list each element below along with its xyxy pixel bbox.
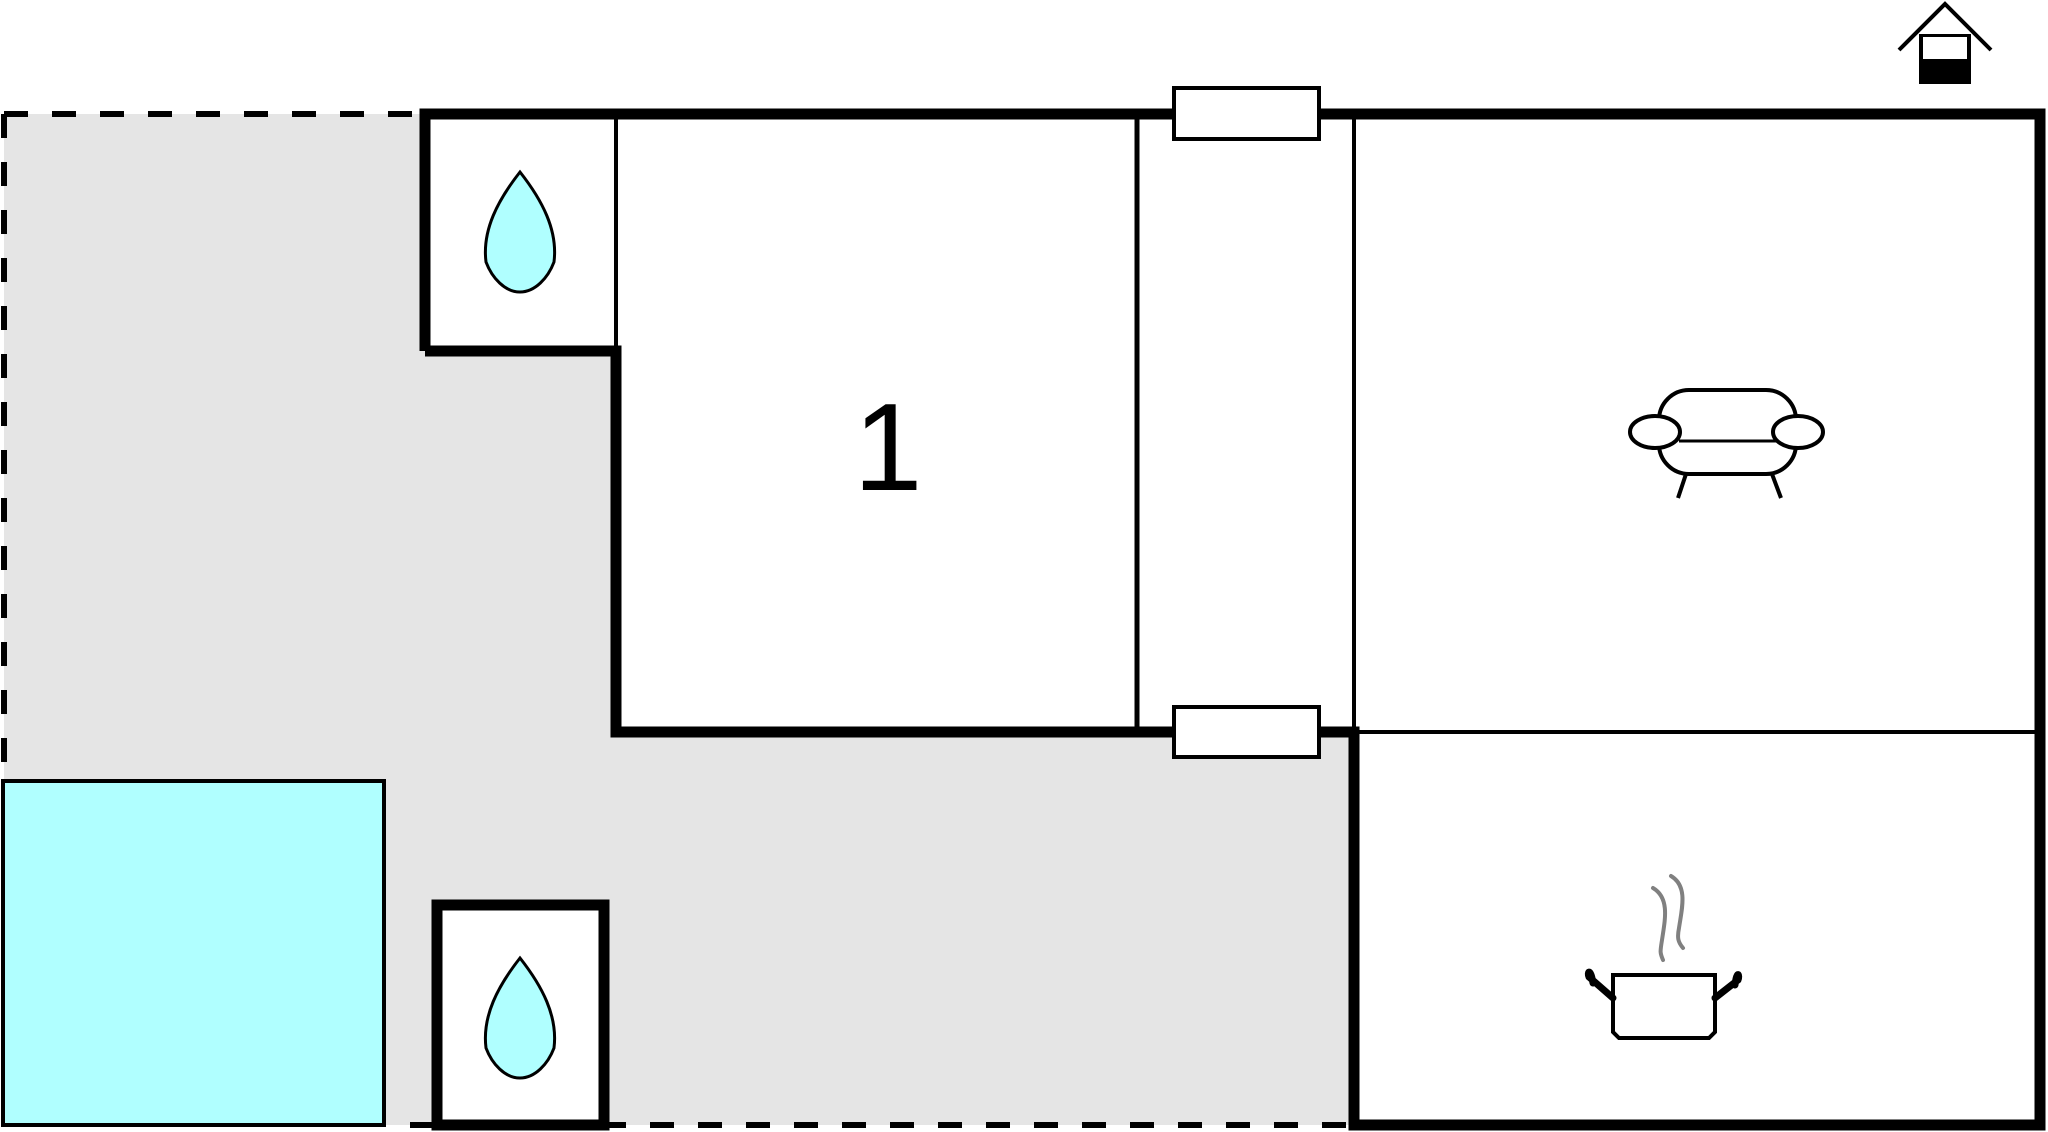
exterior-wall xyxy=(419,108,2046,1131)
kitchen xyxy=(1354,732,2040,1125)
sofa-icon xyxy=(1628,388,1825,499)
window-top xyxy=(1172,86,1321,141)
water-drop-icon xyxy=(483,169,557,294)
water-drop-icon xyxy=(483,955,557,1080)
door-bottom xyxy=(1172,705,1321,759)
room-label-bedroom: 1 xyxy=(854,379,923,517)
building: 1 xyxy=(419,86,2046,1131)
pool xyxy=(1,779,386,1127)
cooking-pot-icon xyxy=(1584,874,1743,1040)
house-icon xyxy=(1897,1,1993,84)
bedroom xyxy=(616,114,1137,732)
hallway xyxy=(1137,114,1354,732)
outdoor-shower xyxy=(431,899,610,1131)
